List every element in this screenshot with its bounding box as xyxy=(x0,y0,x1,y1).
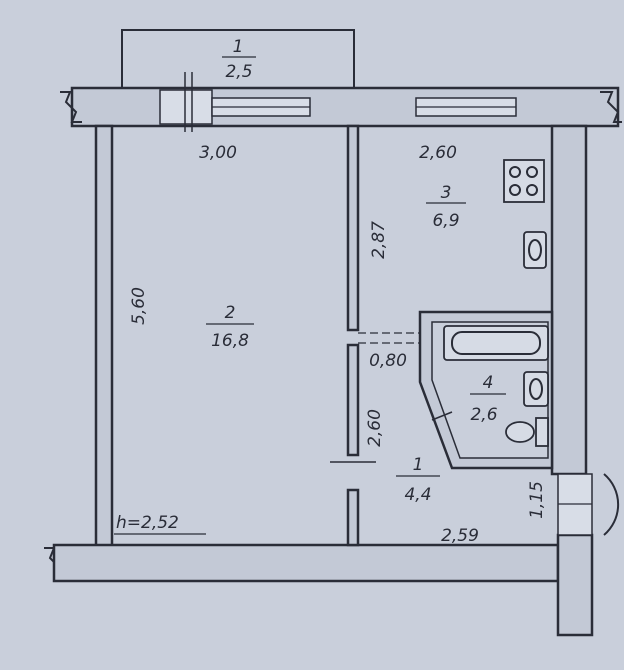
ceiling-height-label: h=2,52 xyxy=(114,513,206,535)
room-area: 2,6 xyxy=(470,405,497,425)
entrance-door-swing xyxy=(603,473,620,536)
dimension-entrance-depth: 1,15 xyxy=(527,481,547,519)
dimension-room-depth: 5,60 xyxy=(129,287,149,325)
room-label-kitchen: 3 6,9 xyxy=(426,183,466,231)
ceiling-height: h=2,52 xyxy=(116,513,179,533)
room-number: 1 xyxy=(413,455,424,475)
room-area: 16,8 xyxy=(211,331,249,351)
room-area: 4,4 xyxy=(404,485,431,505)
right-wall xyxy=(550,124,620,536)
left-wall xyxy=(94,124,114,548)
dimension-kitchen-depth: 2,87 xyxy=(369,221,389,259)
room-area: 2,5 xyxy=(225,62,252,82)
room-number: 2 xyxy=(225,303,236,323)
dimension-hall-width: 2,59 xyxy=(441,526,479,546)
washbasin-icon xyxy=(523,371,549,407)
central-partition xyxy=(330,124,376,547)
room-number: 1 xyxy=(233,37,244,57)
kitchen-doorway xyxy=(358,332,420,344)
room-number: 3 xyxy=(441,183,452,203)
room-label-living: 2 16,8 xyxy=(206,303,254,351)
stove-icon xyxy=(503,159,545,203)
bottom-wall xyxy=(52,533,594,637)
dimension-door-width: 0,80 xyxy=(369,351,407,371)
break-mark-top-right xyxy=(600,91,622,123)
room-label-bathroom: 4 2,6 xyxy=(470,373,506,425)
room-label-hall: 1 4,4 xyxy=(396,455,440,505)
dimension-hall-depth: 2,60 xyxy=(365,409,385,447)
top-wall xyxy=(70,72,620,132)
dimension-balcony-width: 3,00 xyxy=(199,143,237,163)
break-mark-top-left xyxy=(60,91,82,123)
kitchen-sink-icon xyxy=(523,231,547,269)
room-number: 4 xyxy=(483,373,494,393)
room-label-balcony: 1 2,5 xyxy=(222,37,256,82)
room-area: 6,9 xyxy=(432,211,459,231)
bathtub-icon xyxy=(443,325,549,361)
balcony xyxy=(121,29,355,88)
dimension-kitchen-width: 2,60 xyxy=(419,143,457,163)
toilet-icon xyxy=(505,417,549,447)
balcony-door-frame xyxy=(159,89,213,125)
